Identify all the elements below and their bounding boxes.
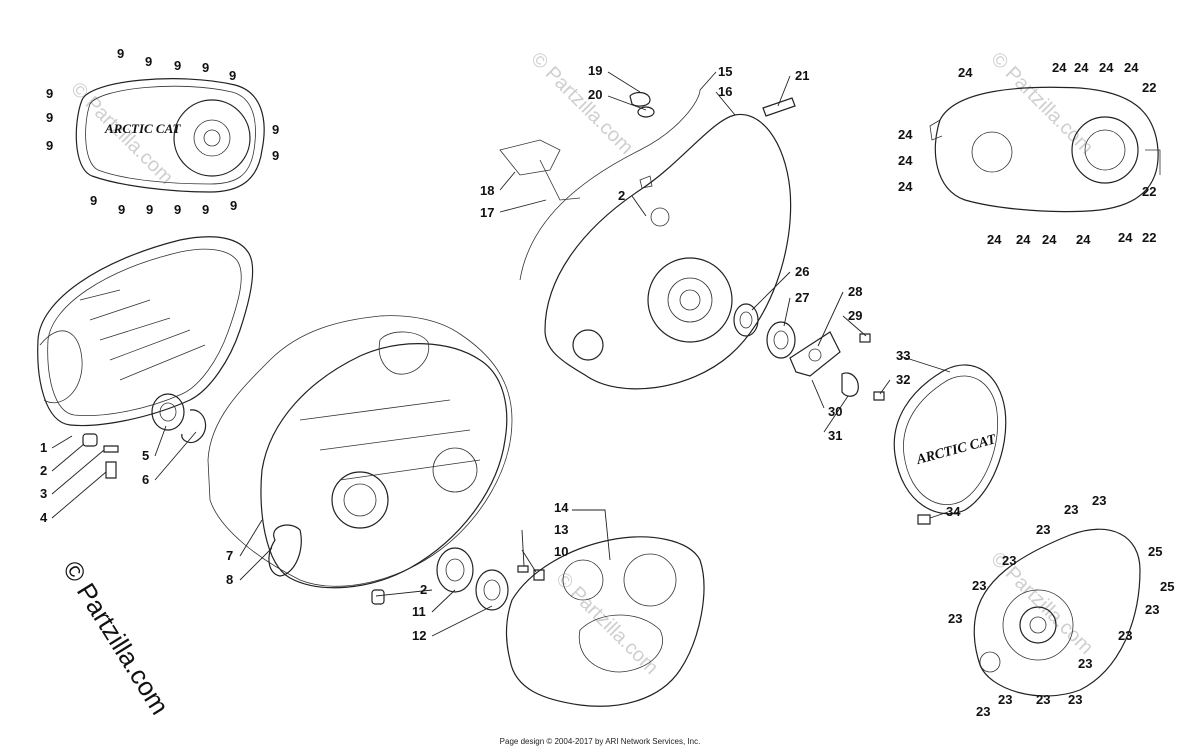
callout-25: 25 bbox=[1148, 544, 1162, 559]
callout-9: 9 bbox=[46, 138, 53, 153]
callout-3: 3 bbox=[40, 486, 47, 501]
callout-22: 22 bbox=[1142, 80, 1156, 95]
callout-23: 23 bbox=[1064, 502, 1078, 517]
callout-9: 9 bbox=[202, 60, 209, 75]
callout-22: 22 bbox=[1142, 230, 1156, 245]
callout-9: 9 bbox=[145, 54, 152, 69]
callout-26: 26 bbox=[795, 264, 809, 279]
callout-27: 27 bbox=[795, 290, 809, 305]
callout-23: 23 bbox=[1092, 493, 1106, 508]
output-cover: ARCTIC CAT bbox=[893, 364, 1007, 525]
callout-24: 24 bbox=[898, 127, 913, 142]
crankcase-half bbox=[207, 315, 513, 605]
inner-clutch-cover bbox=[37, 236, 254, 479]
callout-23: 23 bbox=[1118, 628, 1132, 643]
seal-and-bearing bbox=[436, 547, 545, 611]
callout-9: 9 bbox=[90, 193, 97, 208]
callout-23: 23 bbox=[948, 611, 962, 626]
callout-9: 9 bbox=[230, 198, 237, 213]
callout-8: 8 bbox=[226, 572, 233, 587]
callout-24: 24 bbox=[1052, 60, 1067, 75]
callout-9: 9 bbox=[272, 122, 279, 137]
brand-logo-text: ARCTIC CAT bbox=[104, 121, 182, 136]
callout-30: 30 bbox=[828, 404, 842, 419]
callout-9: 9 bbox=[272, 148, 279, 163]
stator-cover bbox=[499, 89, 796, 390]
callout-23: 23 bbox=[1036, 522, 1050, 537]
output-seals bbox=[733, 303, 885, 401]
callout-23: 23 bbox=[998, 692, 1012, 707]
callout-24: 24 bbox=[1099, 60, 1114, 75]
cover-gasket bbox=[505, 536, 705, 707]
callout-18: 18 bbox=[480, 183, 494, 198]
callout-11: 11 bbox=[412, 604, 426, 619]
callout-9: 9 bbox=[117, 46, 124, 61]
callout-2: 2 bbox=[618, 188, 625, 203]
callout-9: 9 bbox=[46, 86, 53, 101]
callout-24: 24 bbox=[898, 179, 913, 194]
leader-lines bbox=[51, 71, 951, 637]
callout-28: 28 bbox=[848, 284, 862, 299]
callout-29: 29 bbox=[848, 308, 862, 323]
callout-10: 10 bbox=[554, 544, 568, 559]
callout-9: 9 bbox=[146, 202, 153, 217]
callout-23: 23 bbox=[1002, 553, 1016, 568]
callout-21: 21 bbox=[795, 68, 809, 83]
callout-9: 9 bbox=[174, 58, 181, 73]
callout-5: 5 bbox=[142, 448, 149, 463]
callout-24: 24 bbox=[958, 65, 973, 80]
callout-23: 23 bbox=[1078, 656, 1092, 671]
callout-9: 9 bbox=[202, 202, 209, 217]
callout-24: 24 bbox=[1124, 60, 1139, 75]
callout-31: 31 bbox=[828, 428, 842, 443]
callout-24: 24 bbox=[1042, 232, 1057, 247]
callout-24: 24 bbox=[987, 232, 1002, 247]
callout-24: 24 bbox=[1074, 60, 1089, 75]
callout-23: 23 bbox=[1068, 692, 1082, 707]
callout-labels: 9 9 9 9 9 9 9 9 9 9 9 9 9 9 9 9 1 2 3 4 … bbox=[40, 46, 1174, 719]
watermark-group: © Partzilla.com © Partzilla.com © Partzi… bbox=[66, 48, 1097, 679]
watermark: © Partzilla.com bbox=[551, 568, 662, 679]
callout-4: 4 bbox=[40, 510, 48, 525]
clutch-cover-rear-view bbox=[929, 86, 1161, 213]
callout-2: 2 bbox=[420, 582, 427, 597]
callout-23: 23 bbox=[976, 704, 990, 719]
stator-cover-rear-view bbox=[973, 528, 1141, 697]
callout-24: 24 bbox=[1076, 232, 1091, 247]
callout-9: 9 bbox=[46, 110, 53, 125]
watermark-large: © Partzilla.com bbox=[57, 555, 175, 719]
callout-24: 24 bbox=[1016, 232, 1031, 247]
callout-34: 34 bbox=[946, 504, 961, 519]
callout-1: 1 bbox=[40, 440, 47, 455]
callout-9: 9 bbox=[118, 202, 125, 217]
watermark: © Partzilla.com bbox=[526, 48, 637, 159]
callout-25: 25 bbox=[1160, 579, 1174, 594]
callout-16: 16 bbox=[718, 84, 732, 99]
callout-9: 9 bbox=[174, 202, 181, 217]
callout-15: 15 bbox=[718, 64, 732, 79]
callout-2: 2 bbox=[40, 463, 47, 478]
callout-20: 20 bbox=[588, 87, 602, 102]
callout-24: 24 bbox=[1118, 230, 1133, 245]
callout-33: 33 bbox=[896, 348, 910, 363]
callout-13: 13 bbox=[554, 522, 568, 537]
callout-24: 24 bbox=[898, 153, 913, 168]
callout-19: 19 bbox=[588, 63, 602, 78]
callout-6: 6 bbox=[142, 472, 149, 487]
callout-23: 23 bbox=[972, 578, 986, 593]
callout-14: 14 bbox=[554, 500, 569, 515]
page-footer: Page design © 2004-2017 by ARI Network S… bbox=[499, 737, 701, 746]
callout-17: 17 bbox=[480, 205, 494, 220]
callout-7: 7 bbox=[226, 548, 233, 563]
callout-23: 23 bbox=[1036, 692, 1050, 707]
brand-logo-text: ARCTIC CAT bbox=[914, 432, 999, 468]
callout-32: 32 bbox=[896, 372, 910, 387]
callout-9: 9 bbox=[229, 68, 236, 83]
callout-12: 12 bbox=[412, 628, 426, 643]
callout-23: 23 bbox=[1145, 602, 1159, 617]
callout-22: 22 bbox=[1142, 184, 1156, 199]
outer-clutch-cover: ARCTIC CAT bbox=[75, 78, 265, 193]
